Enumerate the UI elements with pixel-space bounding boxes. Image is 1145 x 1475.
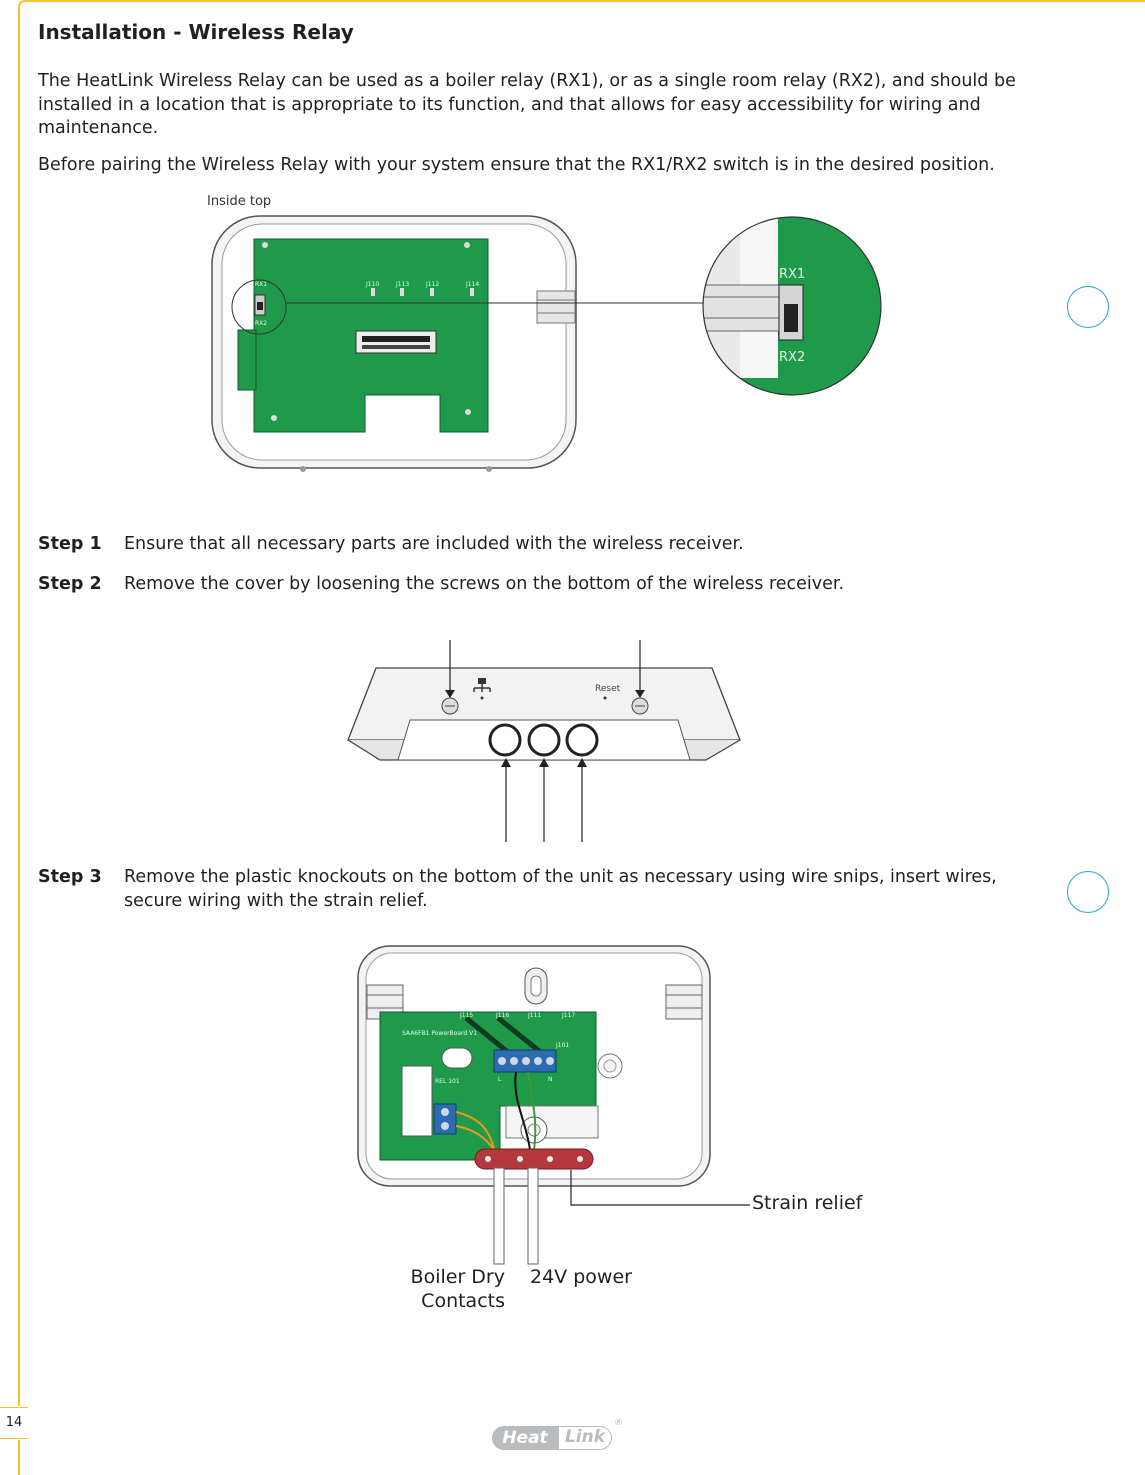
step-1-number: Step 1	[38, 534, 102, 554]
jumper-j114: J114	[466, 281, 480, 288]
zoom-rx2-label: RX2	[779, 350, 806, 365]
jumper-j110: J110	[366, 281, 380, 288]
step-3-number: Step 3	[38, 867, 102, 887]
jumper-j117: J117	[562, 1012, 576, 1019]
power-label: 24V power	[530, 1266, 632, 1288]
binder-hole-bottom	[1067, 871, 1109, 913]
step-2-text: Remove the cover by loosening the screws…	[124, 574, 845, 594]
boiler-contacts-label: Contacts	[421, 1290, 505, 1312]
logo-heat: Heat	[492, 1426, 558, 1450]
step-3-text: Remove the plastic knockouts on the bott…	[124, 867, 997, 911]
inside-top-label: Inside top	[207, 194, 272, 209]
wiring-diagram	[357, 945, 750, 1265]
unit-bottom-diagram	[347, 640, 741, 842]
page-title: Installation - Wireless Relay	[38, 20, 354, 44]
step-2: Step 2 Remove the cover by loosening the…	[38, 573, 1048, 597]
jumper-j112: J112	[426, 281, 440, 288]
jumper-j113: J113	[396, 281, 410, 288]
step-3: Step 3 Remove the plastic knockouts on t…	[38, 866, 1048, 914]
heatlink-logo: Heat Link ®	[492, 1418, 623, 1454]
intro-paragraph-2: Before pairing the Wireless Relay with y…	[38, 155, 995, 175]
page-frame-left	[18, 6, 20, 1406]
terminal-letter-l: L	[498, 1076, 502, 1083]
jumper-j115: J115	[460, 1012, 474, 1019]
relay-label: REL 101	[435, 1078, 460, 1085]
inside-top-diagram	[211, 215, 882, 472]
jumper-j111: J111	[528, 1012, 542, 1019]
jumper-j116: J116	[496, 1012, 510, 1019]
page-frame-left-lower	[18, 1440, 20, 1475]
step-1-text: Ensure that all necessary parts are incl…	[124, 534, 744, 554]
step-1: Step 1 Ensure that all necessary parts a…	[38, 533, 1048, 557]
reset-label: Reset	[595, 684, 621, 694]
page-frame-top	[18, 0, 1145, 7]
zoom-rx1-label: RX1	[779, 267, 806, 282]
strain-relief-label: Strain relief	[752, 1192, 863, 1214]
terminal-label: J101	[556, 1042, 570, 1049]
terminal-letter-n: N	[548, 1076, 553, 1083]
boiler-dry-label: Boiler Dry	[410, 1266, 505, 1288]
logo-registered: ®	[614, 1418, 623, 1428]
board-switch-rx2: RX2	[255, 320, 268, 327]
binder-hole-top	[1067, 286, 1109, 328]
board-switch-rx1: RX1	[255, 281, 268, 288]
step-2-number: Step 2	[38, 574, 102, 594]
intro-paragraph-1: The HeatLink Wireless Relay can be used …	[38, 71, 1016, 138]
board-label: SAA6FB1 PowerBoard V1	[402, 1030, 478, 1037]
logo-link: Link	[558, 1426, 612, 1450]
page-number: 14	[0, 1407, 28, 1439]
